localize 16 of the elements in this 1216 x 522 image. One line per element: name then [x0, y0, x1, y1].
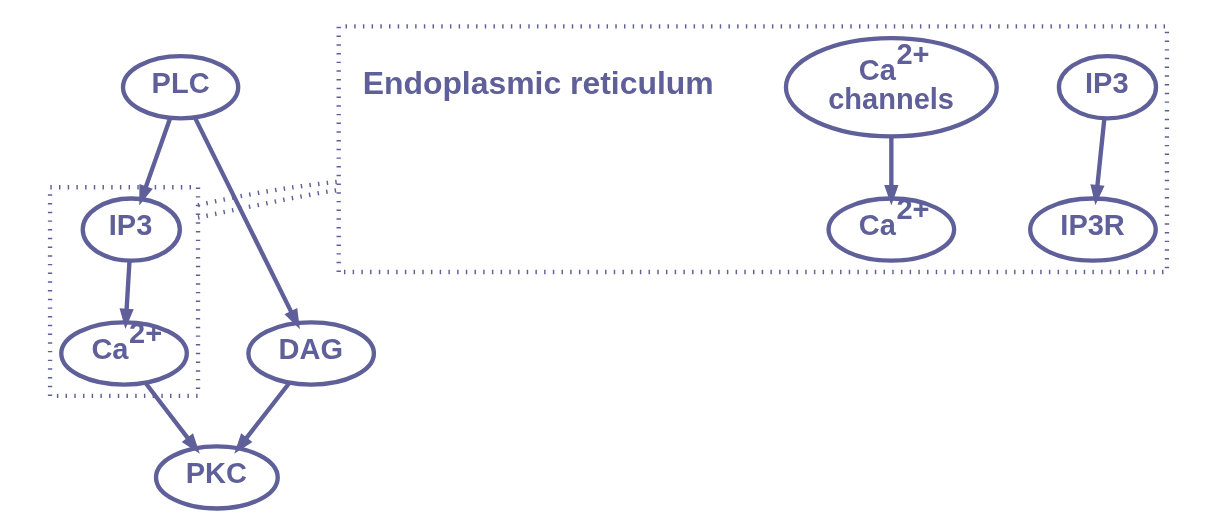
- node-ellipse: IP3: [80, 195, 182, 263]
- node-ellipse: PLC: [120, 53, 240, 120]
- node-ellipse: IP3R: [1027, 195, 1158, 263]
- label: Endoplasmic reticulum: [362, 64, 714, 101]
- node-ellipse: PKC: [153, 443, 280, 511]
- arrow: [883, 136, 898, 205]
- connector: [197, 178, 339, 207]
- node-ellipse: IP3: [1056, 53, 1158, 120]
- arrow: [138, 116, 172, 205]
- arrow: [119, 260, 134, 329]
- arrow: [143, 381, 200, 454]
- cluster: [336, 23, 1169, 274]
- connector: [197, 187, 339, 220]
- arrow: [233, 381, 291, 454]
- node-ellipse: DAG: [245, 319, 376, 387]
- arrow: [1089, 117, 1107, 205]
